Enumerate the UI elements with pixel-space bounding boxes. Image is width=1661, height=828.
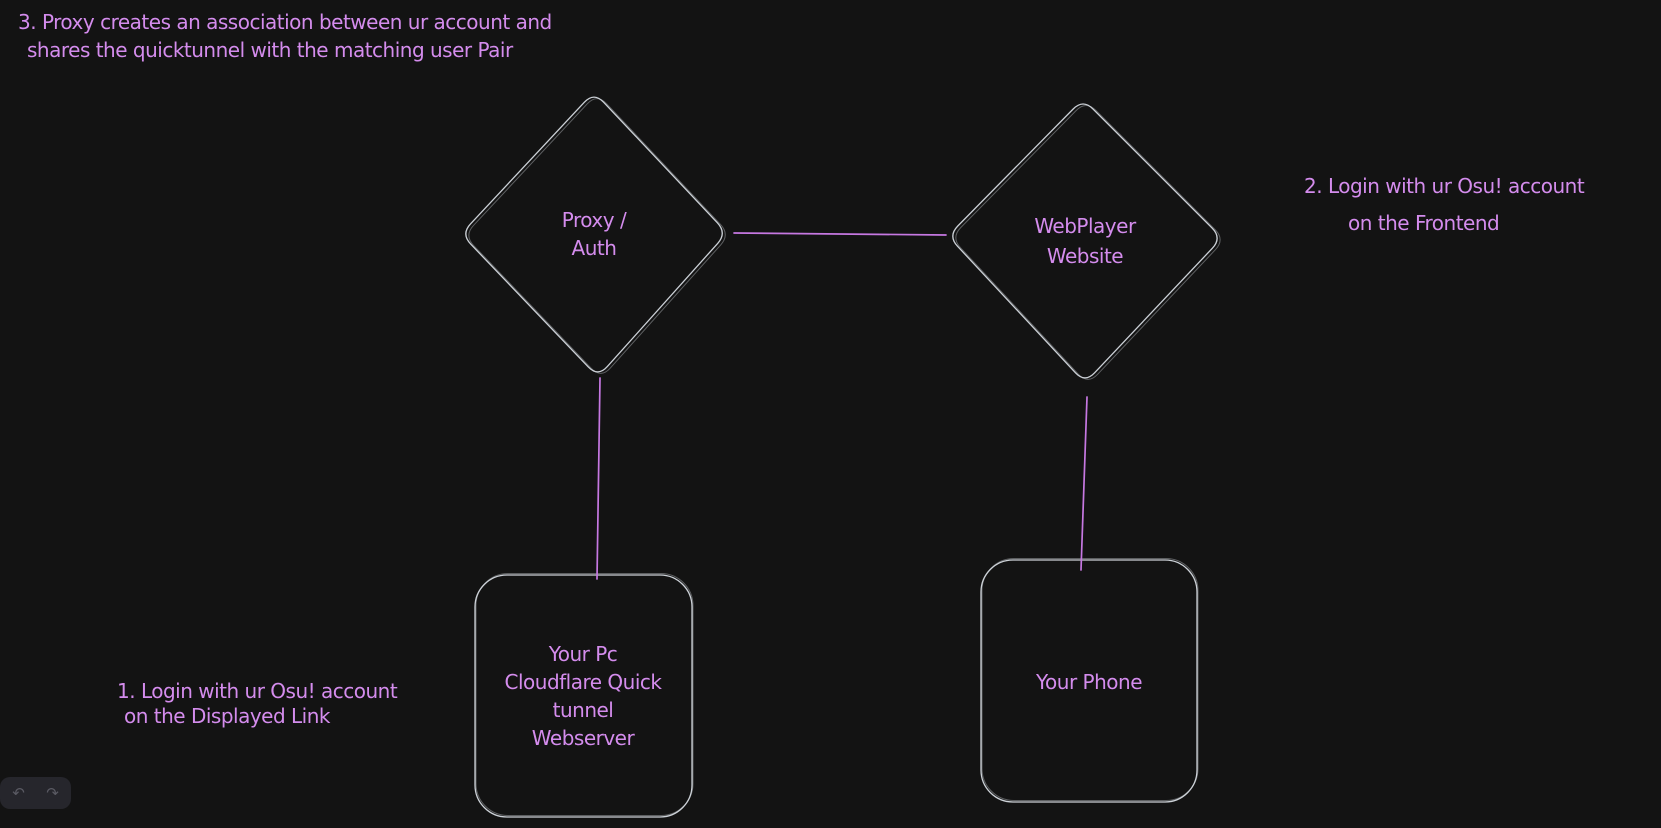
undo-redo-toolbar: ↶ ↷ — [0, 777, 71, 809]
connector-webplayer-phone[interactable] — [1080, 396, 1088, 571]
annotation-line: shares the quicktunnel with the matching… — [27, 38, 513, 62]
redo-button[interactable]: ↷ — [40, 780, 66, 806]
node-label-pc-quicktunnel-webserver[interactable]: Your Pc Cloudflare Quick tunnel Webserve… — [505, 640, 662, 752]
webplayer-diamond-sketch — [955, 104, 1221, 380]
label-line: Auth — [571, 236, 617, 260]
proxy-auth-diamond-sketch — [468, 98, 726, 374]
proxy-auth-diamond[interactable] — [465, 96, 723, 373]
label-line: WebPlayer — [1034, 214, 1136, 238]
annotation-step-1[interactable]: 1. Login with ur Osu! account on the Dis… — [117, 679, 398, 729]
phone-rect-sketch — [981, 558, 1199, 801]
annotation-step-3[interactable]: 3. Proxy creates an association between … — [18, 8, 552, 64]
annotation-step-2[interactable]: 2. Login with ur Osu! account on the Fro… — [1304, 168, 1585, 242]
your-phone-rect[interactable] — [980, 559, 1198, 803]
annotation-line: on the Displayed Link — [124, 704, 330, 728]
annotation-line: 1. Login with ur Osu! account — [117, 679, 398, 703]
pc-rect-sketch — [475, 573, 694, 816]
label-line: Webserver — [531, 726, 635, 750]
label-line: Proxy / — [561, 208, 627, 232]
connector-proxy-webplayer[interactable] — [733, 232, 947, 236]
label-line: Your Pc — [548, 642, 618, 666]
webplayer-diamond[interactable] — [952, 103, 1218, 379]
annotation-line: 3. Proxy creates an association between … — [18, 10, 552, 34]
connector-proxy-pc[interactable] — [596, 377, 601, 580]
annotation-line: 2. Login with ur Osu! account — [1304, 174, 1585, 198]
undo-button[interactable]: ↶ — [6, 780, 32, 806]
node-label-webplayer-website[interactable]: WebPlayer Website — [1034, 211, 1136, 271]
pc-quicktunnel-rect[interactable] — [474, 574, 693, 818]
label-line: Cloudflare Quick — [504, 670, 662, 694]
label-line: tunnel — [552, 698, 614, 722]
undo-icon: ↶ — [12, 784, 25, 802]
annotation-line: on the Frontend — [1348, 211, 1500, 235]
label-line: Website — [1046, 244, 1124, 268]
label-line: Your Phone — [1035, 670, 1143, 694]
node-label-proxy-auth[interactable]: Proxy / Auth — [561, 206, 627, 262]
node-label-your-phone[interactable]: Your Phone — [1035, 668, 1143, 696]
redo-icon: ↷ — [46, 784, 59, 802]
